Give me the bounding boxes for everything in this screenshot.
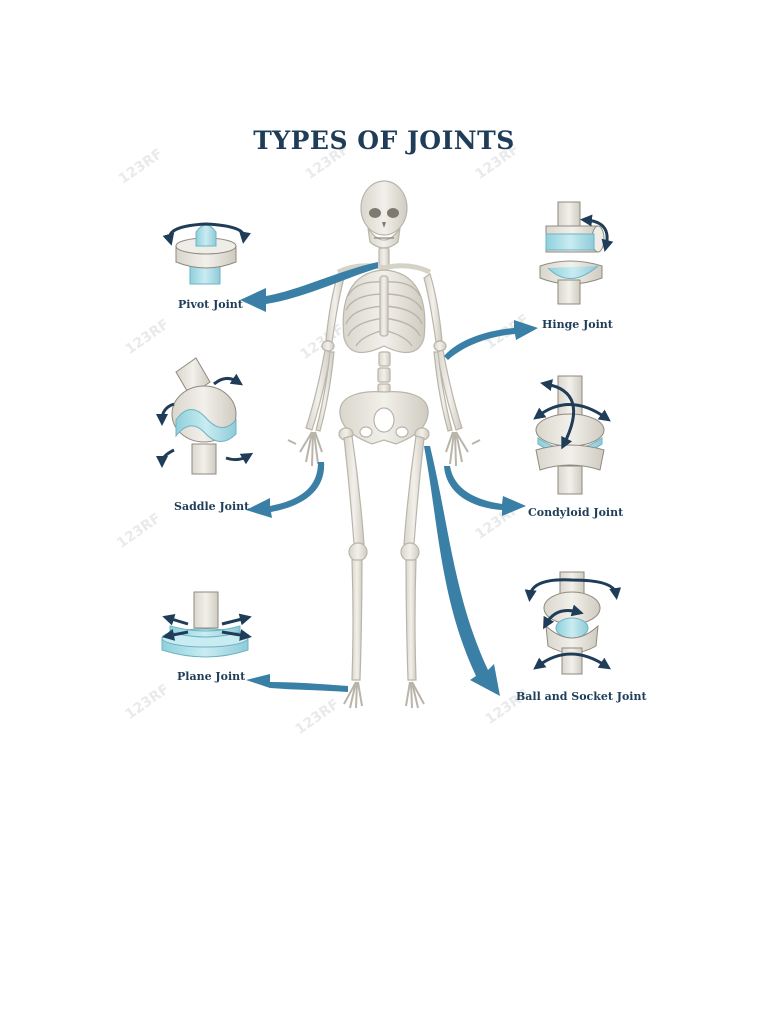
watermark: 123RF: [114, 510, 164, 552]
feet: [343, 681, 425, 709]
pivot-joint-label: Pivot Joint: [178, 298, 243, 311]
plane-joint-label: Plane Joint: [177, 670, 246, 683]
skull: [360, 180, 408, 249]
pointer-arrows: [240, 262, 538, 696]
saddle-joint-icon: [156, 357, 254, 475]
saddle-arrow: [246, 462, 325, 518]
ribcage: [342, 269, 426, 354]
pivot-arrow: [240, 262, 378, 312]
hinge-joint-icon: [539, 201, 614, 305]
condyloid-joint-label: Condyloid Joint: [528, 506, 624, 519]
watermark: 123RF: [122, 681, 172, 723]
skeleton: [287, 180, 481, 709]
watermark: 123RF: [292, 696, 342, 738]
left-clavicle: [336, 263, 385, 275]
diagram-title: TYPES OF JOINTS: [253, 126, 515, 155]
watermark: 123RF: [297, 321, 347, 363]
hinge-arrow: [444, 320, 538, 360]
hinge-joint-label: Hinge Joint: [542, 318, 613, 331]
plane-joint-icon: [161, 591, 252, 658]
legs: [338, 427, 430, 681]
saddle-joint-label: Saddle Joint: [174, 500, 250, 513]
plane-arrow: [246, 674, 348, 692]
ball-socket-arrow: [424, 446, 500, 696]
right-clavicle: [383, 263, 432, 275]
pelvis: [339, 391, 429, 445]
ball-socket-joint-label: Ball and Socket Joint: [516, 690, 647, 703]
watermark: 123RF: [122, 316, 172, 358]
ball-socket-joint-icon: [524, 571, 622, 675]
arms: [305, 273, 463, 432]
condyloid-joint-icon: [533, 375, 611, 495]
condyloid-arrow: [444, 466, 526, 516]
hands: [287, 431, 481, 467]
pivot-joint-icon: [162, 222, 251, 285]
